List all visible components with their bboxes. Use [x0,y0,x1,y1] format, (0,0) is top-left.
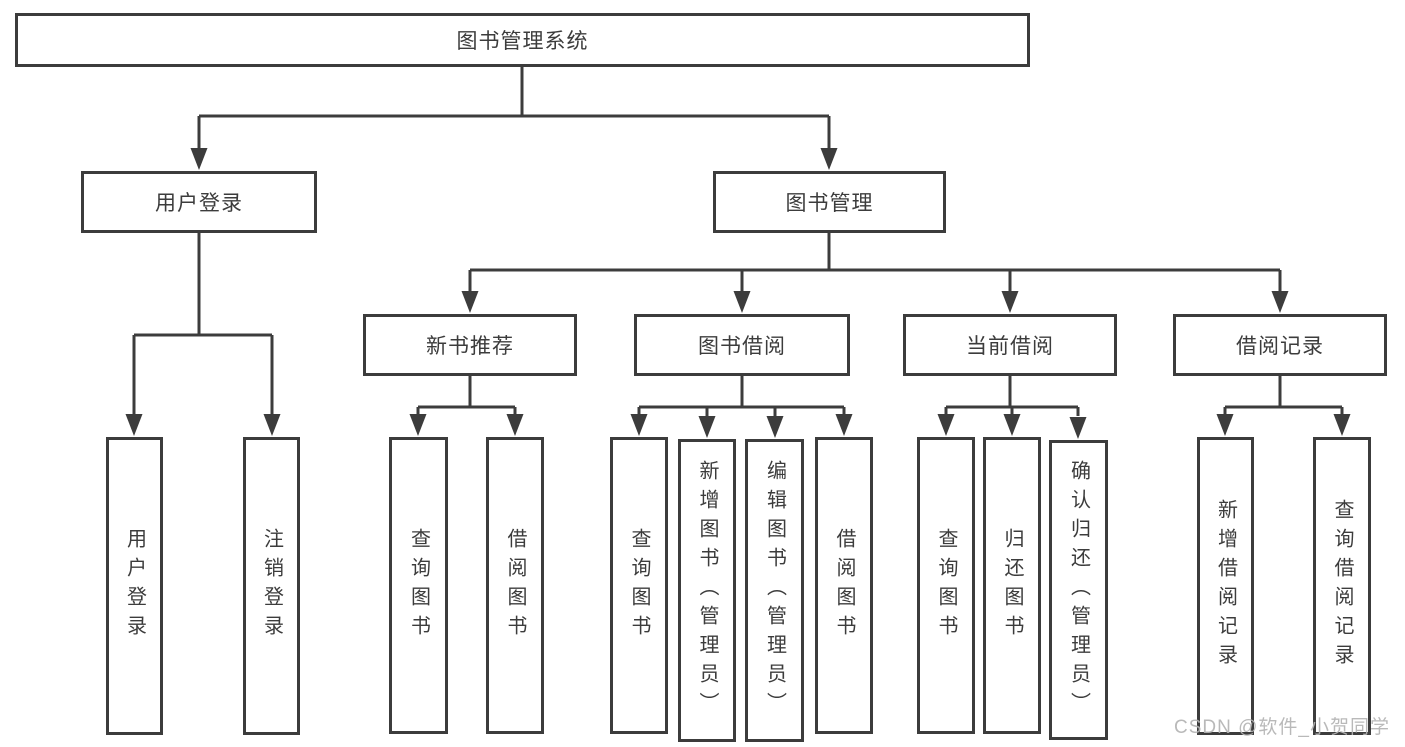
node-label: 借阅记录 [1236,335,1324,358]
leaf-user-login: 用户登录 [106,437,163,735]
leaf-borrow-books-recommend: 借阅图书 [486,437,544,734]
node-label: 图书借阅 [698,335,786,358]
node-label: 借阅图书 [833,527,855,644]
node-label: 用户登录 [123,528,146,644]
leaf-query-books-recommend: 查询图书 [389,437,448,734]
node-label: 编辑图书（管理员） [763,460,786,721]
leaf-logout: 注销登录 [243,437,300,735]
node-label: 注销登录 [260,528,283,644]
node-book-management: 图书管理 [713,171,946,233]
node-label: 新增图书（管理员） [696,460,718,721]
node-label: 图书管理 [785,192,874,215]
node-new-book-recommendation: 新书推荐 [363,314,577,376]
leaf-add-books-admin: 新增图书（管理员） [678,439,736,742]
node-label: 当前借阅 [966,335,1054,358]
node-book-borrowing: 图书借阅 [634,314,850,376]
node-user-login: 用户登录 [81,171,317,233]
leaf-query-books-borrowing: 查询图书 [610,437,668,734]
leaf-add-borrow-record: 新增借阅记录 [1197,437,1254,735]
leaf-edit-books-admin: 编辑图书（管理员） [745,439,804,742]
node-label: 新书推荐 [426,335,514,358]
leaf-query-books-current: 查询图书 [917,437,975,734]
node-label: 归还图书 [1001,527,1023,644]
leaf-query-borrow-record: 查询借阅记录 [1313,437,1371,735]
node-current-borrowing: 当前借阅 [903,314,1117,376]
node-library-management-system: 图书管理系统 [15,13,1030,67]
leaf-confirm-return-admin: 确认归还（管理员） [1049,440,1108,740]
watermark: CSDN @软件_小贺同学 [1174,717,1390,738]
node-label: 查询图书 [407,527,430,644]
node-label: 查询图书 [628,527,650,644]
node-label: 新增借阅记录 [1214,499,1237,673]
node-label: 查询图书 [935,527,957,644]
node-label: 确认归还（管理员） [1067,459,1090,721]
node-label: 借阅图书 [504,527,526,644]
leaf-return-books: 归还图书 [983,437,1041,734]
leaf-borrow-books-borrowing: 借阅图书 [815,437,873,734]
node-borrowing-records: 借阅记录 [1173,314,1387,376]
node-label: 用户登录 [155,192,243,215]
node-label: 查询借阅记录 [1331,499,1353,673]
node-label: 图书管理系统 [456,30,589,53]
